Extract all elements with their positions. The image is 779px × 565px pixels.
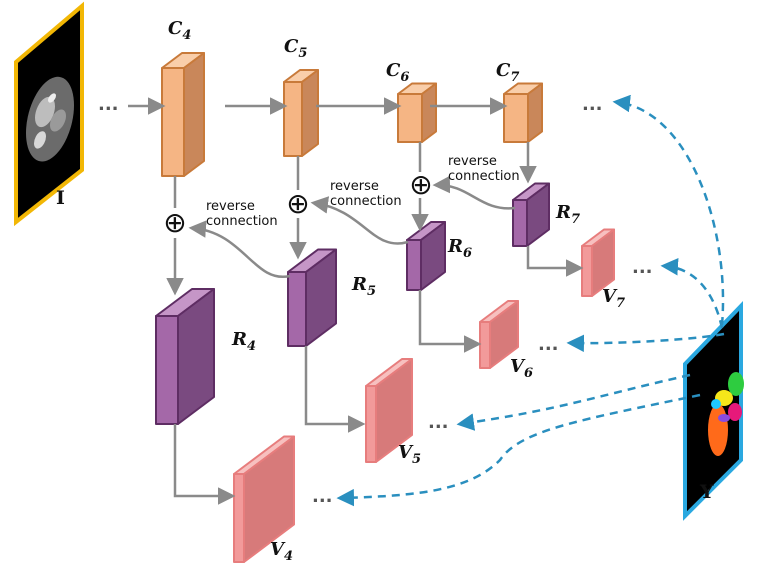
arrow-r6-v6	[418, 290, 482, 353]
reverse-block-5-label: R5	[351, 274, 376, 299]
reverse-connection-label-5-line2: connection	[330, 194, 402, 209]
supervision-arrow-c7	[612, 94, 725, 326]
arrow-r7-v7	[526, 246, 584, 277]
reverse-block-7-front-face	[512, 199, 528, 247]
conv-block-5-side-face	[301, 69, 319, 157]
arrow-r7-sum6	[432, 175, 516, 210]
ellipsis-marks: ... ... ... ... ... ...	[98, 94, 653, 507]
conv-block-4-front-face	[161, 67, 185, 177]
arrow-r5-sum4	[188, 220, 291, 279]
arrow-r6-sum5	[310, 196, 409, 245]
reverse-block-6-label: R6	[447, 236, 472, 261]
reverse-block-7	[512, 182, 550, 247]
conv-block-5-label: C5	[284, 36, 307, 61]
output-block-4-label: V4	[270, 539, 293, 564]
conv-block-7-label: C7	[496, 60, 519, 85]
reverse-connection-label-4-line1: reverse	[206, 199, 255, 214]
target-image-label: Y	[699, 481, 714, 503]
ellipsis-input: ...	[98, 94, 119, 115]
sum-node-5: ⊕	[286, 187, 309, 220]
arrow-r5-v5	[304, 346, 366, 433]
reverse-connection-label-6-line2: connection	[448, 169, 520, 184]
conv-block-6-front-face	[397, 93, 423, 143]
reverse-connection-label-4-line2: connection	[206, 214, 278, 229]
sum-node-4: ⊕	[163, 206, 186, 239]
reverse-block-4	[155, 288, 215, 425]
reverse-block-7-label: R7	[555, 202, 580, 227]
arrow-r4-v4	[173, 424, 236, 505]
input-ct-image	[14, 1, 84, 227]
flow-arrows	[128, 97, 584, 505]
conv-block-5-front-face	[283, 81, 303, 157]
ellipsis-v7: ...	[632, 257, 653, 278]
output-block-7	[581, 228, 615, 297]
output-block-6	[479, 300, 519, 369]
output-block-6-label: V6	[510, 356, 533, 381]
conv-block-7	[503, 82, 543, 143]
conv-block-7-front-face	[503, 93, 529, 143]
ellipsis-v6: ...	[538, 334, 559, 355]
output-block-7-front-face	[581, 245, 593, 297]
ellipsis-v4: ...	[312, 486, 333, 507]
supervision-arrows	[336, 94, 725, 507]
output-block-7-label: V7	[602, 286, 625, 311]
reverse-block-4-front-face	[155, 315, 179, 425]
sum-node-6: ⊕	[409, 168, 432, 201]
reverse-block-6	[406, 221, 446, 291]
supervision-arrow-v5	[456, 373, 691, 431]
conv-block-6	[397, 82, 437, 143]
reverse-block-5-front-face	[287, 271, 307, 347]
conv-block-5	[283, 69, 319, 157]
conv-block-4	[161, 52, 205, 177]
reverse-block-6-front-face	[406, 239, 422, 291]
ellipsis-c7: ...	[582, 94, 603, 115]
supervision-arrow-v7	[660, 258, 724, 329]
reverse-connection-label-6-line1: reverse	[448, 154, 497, 169]
output-block-4-front-face	[233, 473, 245, 563]
output-block-6-front-face	[479, 321, 491, 369]
conv-block-4-label: C4	[168, 18, 191, 43]
supervision-arrow-v6	[566, 332, 725, 353]
ellipsis-v5: ...	[428, 412, 449, 433]
output-block-5-front-face	[365, 385, 377, 463]
input-image-label: I	[56, 187, 65, 209]
reverse-block-5	[287, 248, 337, 347]
conv-block-6-label: C6	[386, 60, 409, 85]
supervision-arrow-v4	[336, 393, 701, 507]
output-block-4	[233, 435, 295, 563]
reverse-block-4-label: R4	[231, 329, 256, 354]
conv-block-7-side-face	[527, 82, 543, 143]
output-block-5-label: V5	[398, 442, 421, 467]
conv-block-6-side-face	[421, 82, 437, 143]
output-block-4-side-face	[243, 435, 295, 563]
reverse-connection-label-5-line1: reverse	[330, 179, 379, 194]
sum-nodes: ⊕ ⊕ ⊕	[163, 168, 432, 239]
reverse-connection-labels: reverse connection reverse connection re…	[206, 154, 520, 229]
output-block-5	[365, 358, 413, 463]
conv-block-4-side-face	[183, 52, 205, 177]
